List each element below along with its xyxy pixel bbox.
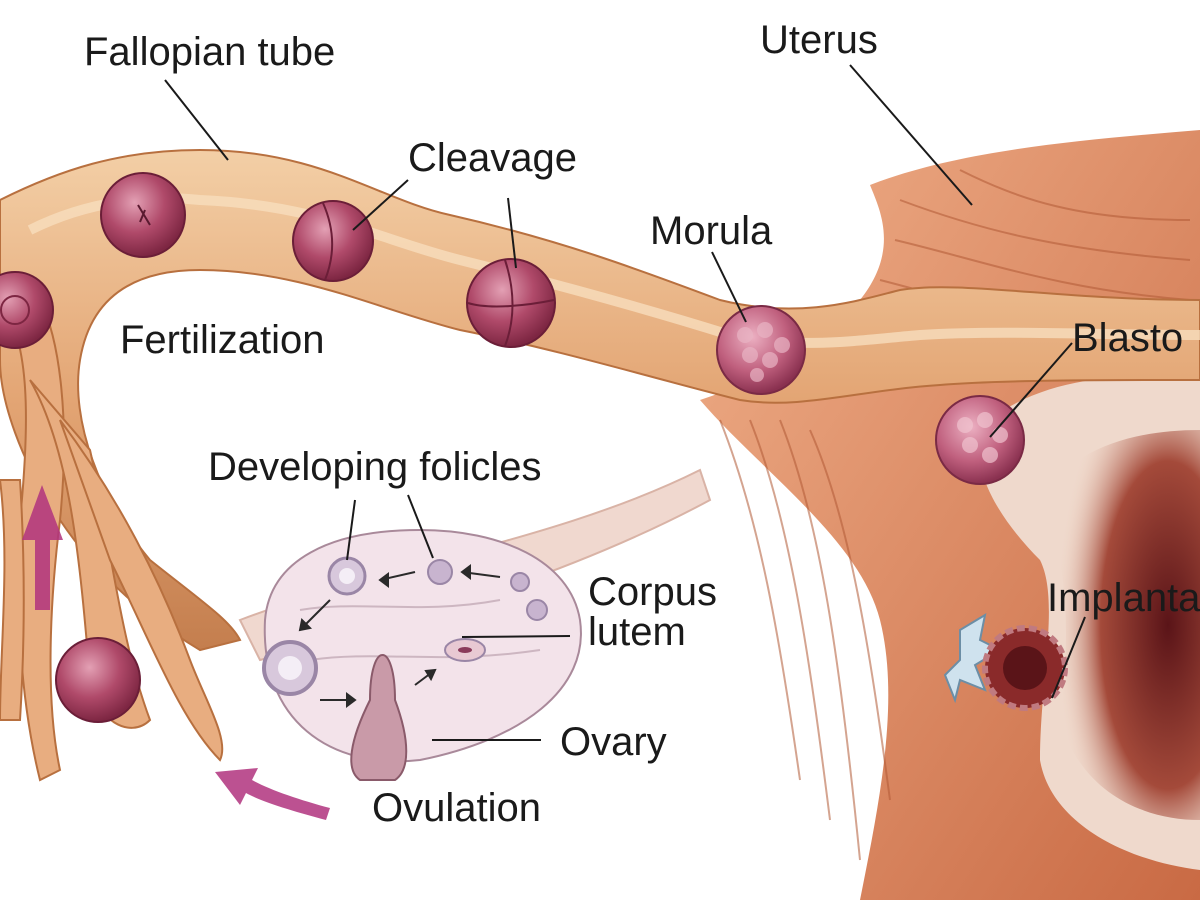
label-implantation: Implanta	[1047, 576, 1200, 620]
corpus-luteum	[444, 638, 486, 662]
morula	[716, 305, 806, 395]
ovulation-rupture	[350, 654, 408, 781]
follicle	[526, 599, 548, 621]
label-fallopian-tube: Fallopian tube	[84, 30, 336, 74]
follicle	[427, 559, 453, 585]
label-blastocyst: Blasto	[1072, 316, 1184, 360]
follicle	[262, 640, 318, 696]
ovary	[262, 528, 582, 781]
label-developing-follicles: Developing folicles	[208, 445, 542, 489]
label-corpus-luteum-line2: lutem	[588, 610, 686, 654]
follicle	[327, 556, 367, 596]
cleavage-4cell	[466, 258, 556, 348]
blastocyst	[935, 395, 1025, 485]
uterus-wall	[700, 130, 1200, 900]
label-ovary: Ovary	[560, 720, 667, 764]
follicle	[510, 572, 530, 592]
arrow-up	[22, 485, 63, 610]
egg-ovulated	[55, 637, 141, 723]
label-corpus-luteum-line1: Corpus	[588, 570, 717, 614]
egg-fertilization	[0, 271, 54, 349]
label-cleavage: Cleavage	[408, 136, 578, 180]
arrow-ovulation	[215, 768, 330, 820]
label-ovulation: Ovulation	[372, 786, 541, 830]
label-uterus: Uterus	[760, 18, 878, 62]
zygote	[100, 172, 186, 258]
label-morula: Morula	[650, 209, 773, 253]
label-fertilization: Fertilization	[120, 318, 325, 362]
leader-lines	[164, 64, 1086, 741]
cleavage-2cell	[292, 200, 374, 282]
